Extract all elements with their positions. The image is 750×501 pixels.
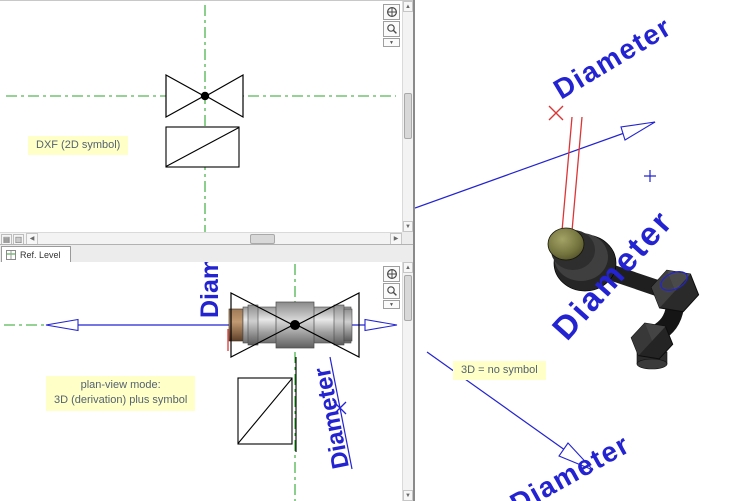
valve-center-block [275,301,315,349]
view-pane-2d-symbol: DXF (2D symbol) ▼ ▲ [0,0,413,244]
dimension-label-vertical[interactable]: Diameter [196,262,224,318]
dimension-label-top[interactable]: Diameter [548,11,677,105]
magnifier-icon [386,286,397,296]
pipe-segment [599,263,665,296]
valve-center-dot [200,91,210,101]
scroll-up-button[interactable]: ▲ [403,262,413,273]
valve-symbol-bowtie[interactable] [165,73,244,119]
view-control-icon-b[interactable]: ▥ [13,234,24,244]
connector-ellipse-marker [660,271,688,291]
dimension-arrow [558,442,594,471]
view-tab-label: Ref. Level [20,249,61,260]
pipe-stub-end [636,358,668,370]
scrollbar-thumb[interactable] [404,275,412,321]
chevron-down-icon: ▼ [389,39,394,46]
valve-center-dot [290,320,300,330]
note-text: DXF (2D symbol) [36,139,121,151]
view-tab-bar: Ref. Level [0,244,413,262]
text-note-plan-view[interactable]: plan-view mode: 3D (derivation) plus sym… [46,376,196,411]
view-pane-plan: Diameter Diameter plan-view mode: 3D (de… [0,262,413,501]
scrollbar-corner [402,232,413,244]
valve-flange-ring-left [247,304,259,346]
valve-flange-3d [547,227,617,292]
note-text: 3D = no symbol [461,364,538,376]
view-tab-ref-level[interactable]: Ref. Level [1,246,71,262]
hex-nut-upper [650,269,700,313]
scroll-up-icon: ▲ [405,264,411,271]
drawing-canvas-3d: Diameter Diameter Diameter [415,11,700,501]
steering-wheel-button[interactable] [383,266,400,282]
vertical-scrollbar[interactable]: ▲ ▼ [402,262,413,501]
navigation-bar: ▼ [383,266,400,310]
steering-wheel-icon [386,268,397,280]
valve-face-olive [547,227,585,261]
steering-wheel-icon [386,6,397,18]
dimension-arrow-right [364,318,398,332]
text-note-3d[interactable]: 3D = no symbol [453,361,546,381]
horizontal-scrollbar[interactable]: ▦ ▥ ◀ ▶ [0,232,402,244]
dimension-label-bottom[interactable]: Diameter [505,428,635,501]
hex-nut-lower [630,322,674,360]
valve-symbol-bowtie[interactable] [230,292,360,358]
drawing-canvas-2d [6,5,396,232]
scroll-down-icon: ▼ [405,223,411,230]
vertical-scrollbar[interactable]: ▲ ▼ [402,1,413,232]
valve-end-cap-right [343,308,353,342]
scroll-down-button[interactable]: ▼ [403,490,413,501]
zoom-button[interactable] [383,283,400,299]
scroll-up-button[interactable]: ▲ [403,1,413,12]
grid-icon: ▦ [2,235,11,244]
view-control-icon-a[interactable]: ▦ [1,234,12,244]
dimension-line-upper[interactable] [415,121,656,209]
steering-wheel-button[interactable] [383,4,400,20]
reference-plane-red[interactable] [548,105,583,232]
valve-3d-model[interactable] [547,227,700,370]
plus-tick [644,170,656,182]
valve-symbol-body-rect[interactable] [165,126,240,168]
dimension-arrow-left [45,318,79,332]
navbar-expand-button[interactable]: ▼ [383,38,400,47]
plan-view-icon [6,249,16,260]
valve-symbol-body-rect[interactable] [237,357,297,452]
drawing-canvas-plan: Diameter Diameter [4,262,399,501]
panel-icon: ▥ [14,235,23,244]
scroll-down-icon: ▼ [405,492,411,499]
scrollbar-thumb[interactable] [404,93,412,139]
note-line-2: 3D (derivation) plus symbol [54,394,188,407]
navbar-expand-button[interactable]: ▼ [383,300,400,309]
scroll-left-icon: ◀ [29,236,35,242]
scroll-down-button[interactable]: ▼ [403,221,413,232]
note-line-1: plan-view mode: [80,379,161,391]
dimension-label-diagonal[interactable]: Diameter [309,365,355,471]
valve-flange-ring-right [333,304,345,346]
scroll-right-button[interactable]: ▶ [390,233,402,244]
text-note-dxf[interactable]: DXF (2D symbol) [28,136,129,156]
navigation-bar: ▼ [383,4,400,48]
zoom-button[interactable] [383,21,400,37]
view-pane-3d: Diameter Diameter Diameter 3D = no symbo… [413,0,750,501]
scroll-left-button[interactable]: ◀ [26,233,38,244]
scroll-up-icon: ▲ [405,3,411,10]
reference-x-tick [548,105,564,121]
dimension-x-tick [333,401,347,415]
chevron-down-icon: ▼ [389,301,394,308]
magnifier-icon [386,24,397,34]
dimension-arrow [620,121,656,141]
scroll-right-icon: ▶ [393,236,399,242]
dimension-line-diagonal[interactable] [329,356,353,470]
scrollbar-thumb[interactable] [250,234,275,244]
